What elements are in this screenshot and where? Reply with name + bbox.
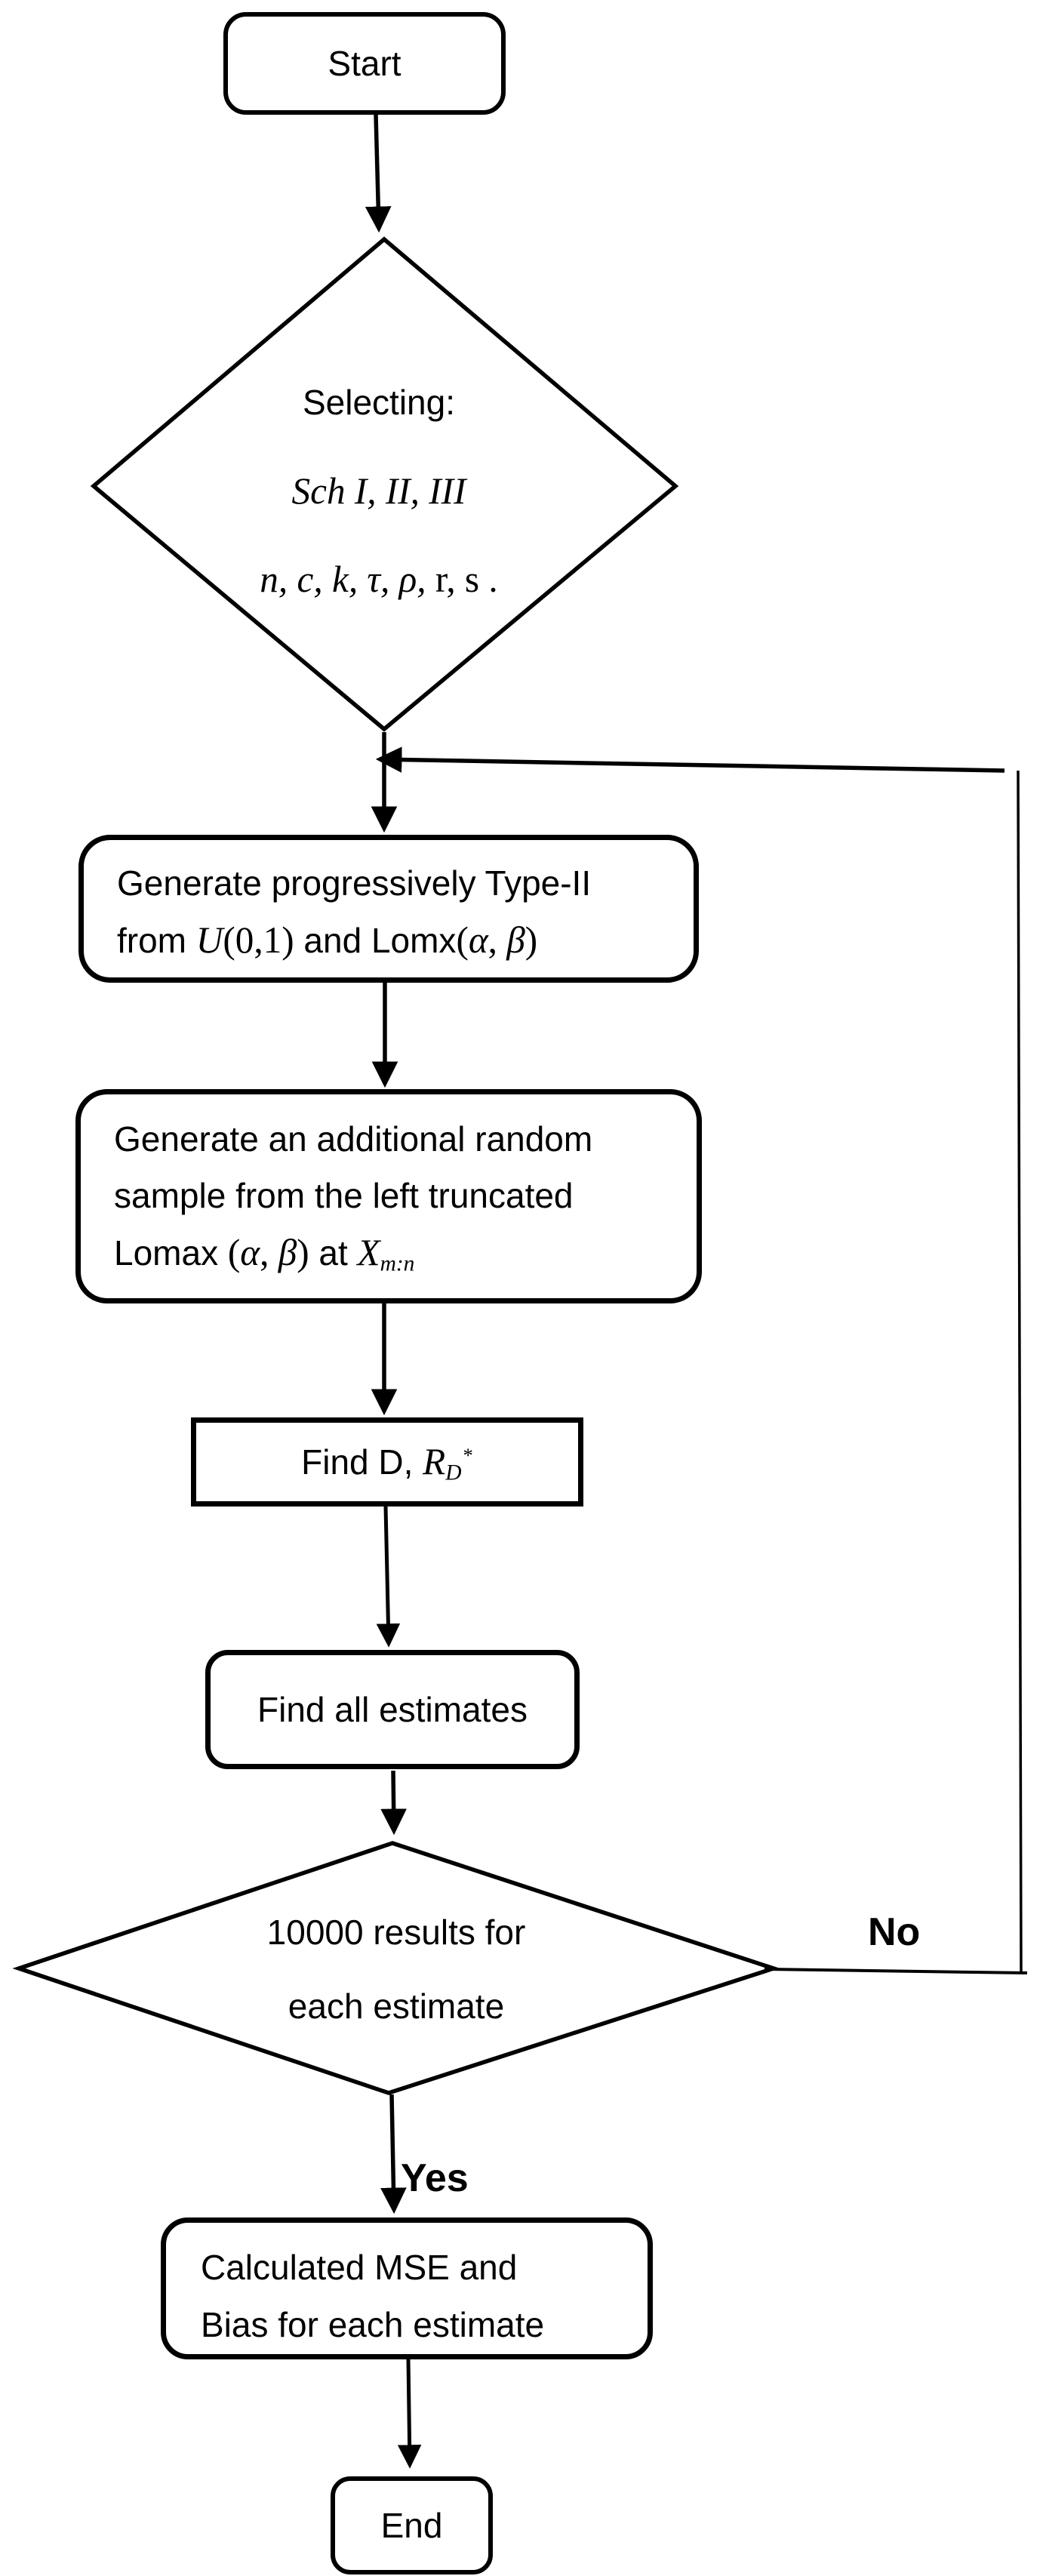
text-run: U	[195, 919, 223, 961]
condition-line: each estimate	[288, 1987, 505, 2026]
end-label: End	[380, 2506, 443, 2545]
edge-start-to-selecting	[365, 114, 392, 233]
text-run: R	[423, 1441, 446, 1482]
text-run: )	[525, 919, 538, 961]
text-run: X	[357, 1232, 380, 1273]
process-line: Generate an additional random	[114, 1119, 593, 1159]
edge-findd-to-estimates	[376, 1506, 401, 1648]
process-line: Find all estimates	[257, 1690, 528, 1729]
mse-bias-process: Calculated MSE and Bias for each estimat…	[161, 2217, 653, 2359]
find-d-process: Find D, RD*	[191, 1417, 583, 1507]
text-run: from	[117, 921, 196, 960]
schemes-line: Sch I, II, III	[291, 470, 466, 512]
process-line: Lomax (α, β) at Xm:n	[114, 1224, 697, 1282]
text-run: ,	[260, 1232, 278, 1273]
process-line: Calculated MSE and	[201, 2248, 518, 2287]
text-run: (	[456, 919, 469, 961]
process-line: Generate progressively Type-II	[117, 863, 592, 903]
text-run: Lomax	[114, 1233, 228, 1273]
text-run: and Lomx	[294, 921, 457, 960]
edge-condition-to-mse-yes	[380, 2094, 407, 2214]
generate-type2-process: Generate progressively Type-II from U(0,…	[78, 835, 699, 983]
process-line: Bias for each estimate	[201, 2305, 545, 2344]
text-run: α	[240, 1232, 260, 1273]
text-run: Find D,	[301, 1442, 423, 1482]
end-node: End	[331, 2476, 493, 2574]
subscript-run: m:n	[380, 1251, 415, 1276]
text-run: (	[227, 1232, 241, 1273]
text-run: β	[506, 919, 525, 961]
superscript-run: *	[463, 1444, 473, 1467]
subscript-run: D	[445, 1460, 462, 1485]
text-run: α	[468, 919, 488, 961]
text-run: n, c, k, τ, ρ,	[260, 559, 426, 600]
no-branch-label: No	[868, 1910, 921, 1954]
edge-no-up	[1017, 770, 1023, 1972]
start-label: Start	[328, 44, 401, 83]
yes-branch-label: Yes	[401, 2156, 469, 2200]
parameters-line: n, c, k, τ, ρ, r, s .	[134, 535, 624, 624]
process-line: from U(0,1) and Lomx(α, β)	[117, 912, 694, 969]
text-run: )	[297, 1232, 309, 1273]
text-run: (0,1)	[223, 919, 294, 961]
process-line: sample from the left truncated	[114, 1176, 574, 1215]
condition-line: 10000 results for	[266, 1913, 526, 1952]
text-run: at	[309, 1233, 358, 1273]
edge-no-out	[764, 1968, 1028, 1974]
additional-sample-process: Generate an additional random sample fro…	[75, 1089, 702, 1303]
selecting-decision-shape	[90, 236, 679, 732]
results-decision-text: 10000 results for each estimate	[166, 1895, 626, 2043]
text-run: r, s .	[426, 559, 498, 600]
process-line: Find D, RD*	[301, 1433, 473, 1491]
text-run: ,	[488, 919, 507, 961]
selecting-decision-text: Selecting: Sch I, II, III n, c, k, τ, ρ,…	[134, 359, 624, 624]
selecting-line: Selecting:	[302, 383, 455, 422]
edge-no-return	[375, 746, 1005, 773]
edge-estimates-to-condition	[380, 1770, 407, 1836]
start-node: Start	[223, 12, 506, 115]
results-decision-shape	[12, 1841, 780, 2095]
edge-mse-to-end	[397, 2359, 422, 2469]
text-run: β	[278, 1232, 297, 1273]
find-estimates-process: Find all estimates	[205, 1650, 580, 1769]
